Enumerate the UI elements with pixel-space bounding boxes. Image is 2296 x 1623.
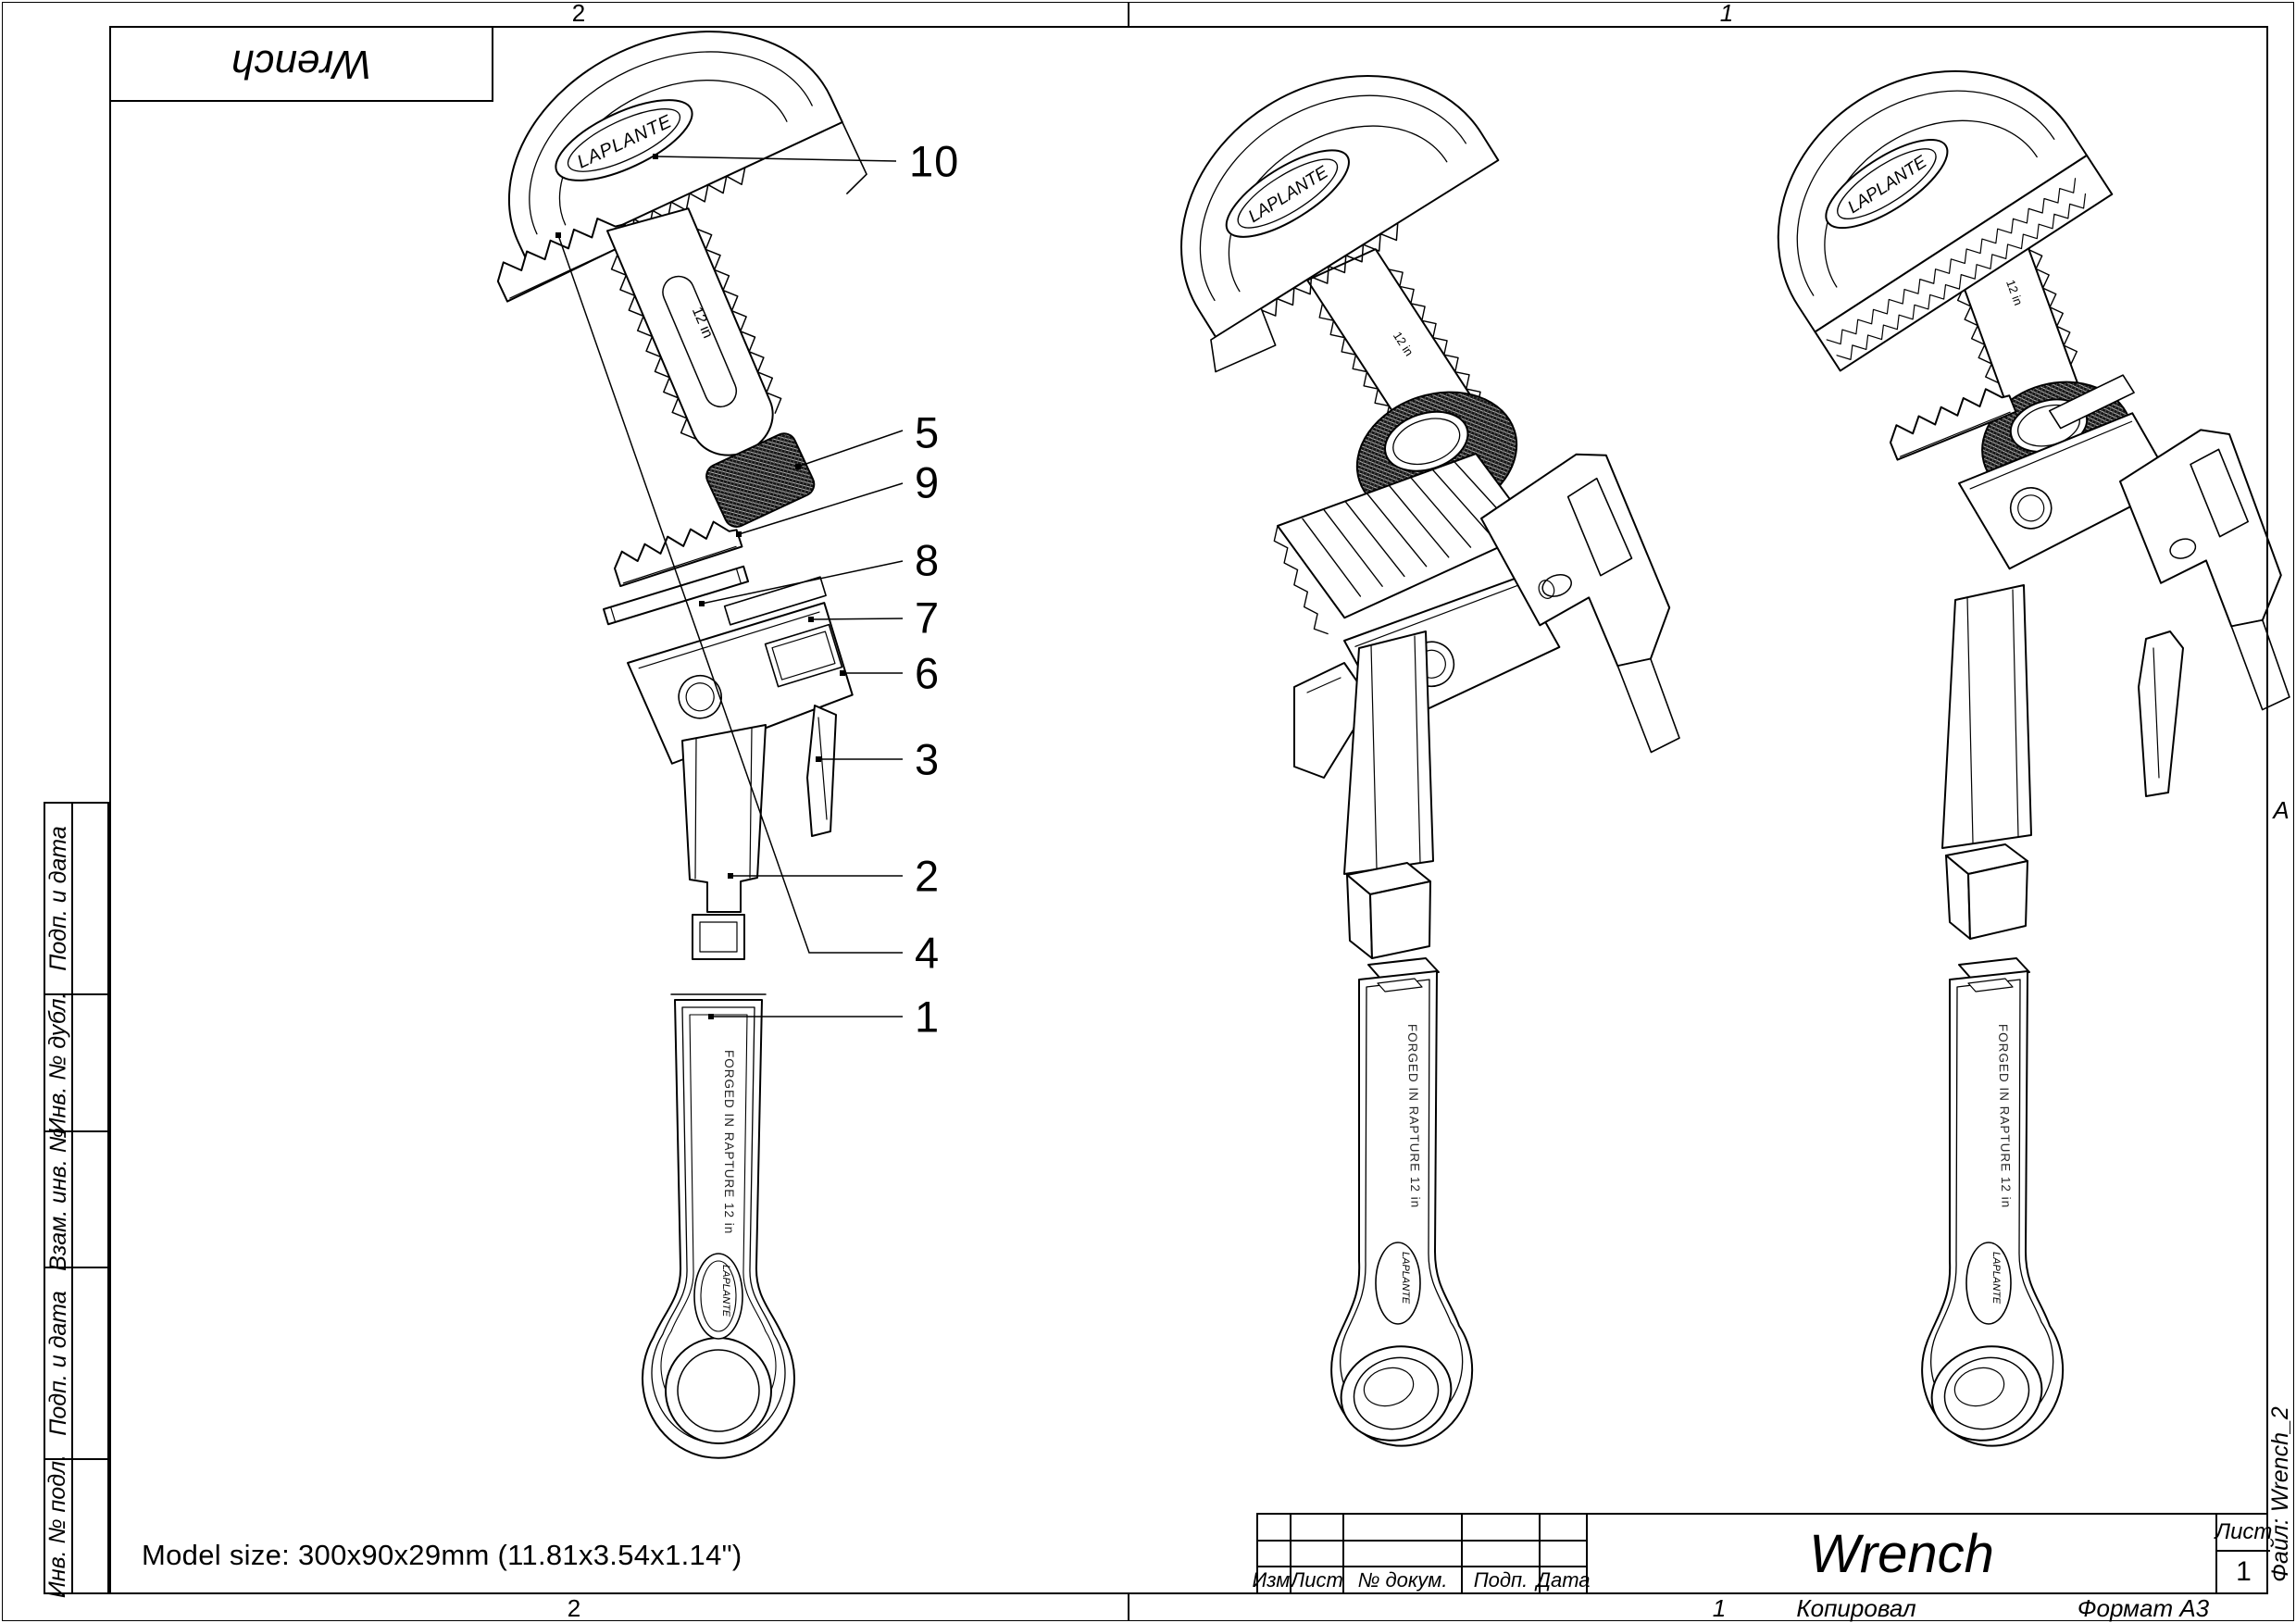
part-knurl-nut — [705, 432, 816, 528]
tb-header-list: Лист — [1291, 1567, 1343, 1592]
zone-letter: A — [2273, 796, 2290, 824]
part-clip — [806, 705, 837, 837]
attr-cell: Инв. № дубл. — [45, 992, 71, 1134]
attr-label: Подп. и дата — [44, 1291, 71, 1436]
callout-8: 8 — [915, 535, 941, 585]
callout-1: 1 — [915, 992, 941, 1042]
corner-title-box: Wrench — [109, 26, 493, 102]
part-heel-strip — [614, 520, 743, 588]
copied-by-label: Копировал — [1796, 1594, 1916, 1622]
part-grip: FORGED IN RAPTURE 12 in LAPLANTE — [1921, 957, 2065, 1447]
grip-brand-text: LAPLANTE — [720, 1265, 731, 1317]
callout-5: 5 — [915, 407, 941, 457]
attr-cell: Подп. и дата — [45, 804, 71, 993]
grip-forged-text: FORGED IN RAPTURE 12 in — [1996, 1024, 2013, 1209]
part-shaft — [1343, 630, 1434, 959]
callout-2: 2 — [915, 851, 941, 901]
part-wedge-plate — [603, 565, 750, 626]
sheet-number: 1 — [2236, 1556, 2252, 1587]
model-size-note: Model size: 300x90x29mm (11.81x3.54x1.14… — [142, 1539, 742, 1571]
zone-number-top-left: 2 — [571, 0, 586, 27]
zone-number-bottom-right: 1 — [1712, 1594, 1727, 1622]
format-label: Формат A3 — [2077, 1594, 2210, 1622]
attr-cell: Подп. и дата — [45, 1268, 71, 1458]
callout-10: 10 — [909, 136, 960, 186]
tb-header-docnum: № докум. — [1357, 1567, 1448, 1592]
attr-label: Взам. инв. № — [44, 1128, 71, 1271]
zone-tick-top — [1128, 2, 1129, 26]
part-grip: FORGED IN RAPTURE 12 in LAPLANTE — [642, 993, 795, 1459]
inner-drawing-frame — [109, 26, 2268, 1594]
attr-cell: Инв. № подл. — [45, 1454, 71, 1598]
part-shaft — [1941, 584, 2032, 940]
part-heel-jaw — [1480, 453, 1680, 754]
callout-9: 9 — [915, 457, 941, 507]
part-heel-jaw — [2119, 429, 2290, 711]
callout-6: 6 — [915, 648, 941, 698]
attr-label: Подп. и дата — [44, 826, 71, 971]
part-clip — [2138, 630, 2184, 797]
left-attribute-column: Подп. и дата Инв. № дубл. Взам. инв. № П… — [44, 802, 109, 1598]
wrench-exploded-view-1: LAPLANTE 12 in — [496, 31, 867, 1459]
part-head: LAPLANTE — [1777, 69, 2114, 372]
part-head: LAPLANTE — [1180, 74, 1500, 373]
part-shaft — [681, 724, 767, 960]
callout-leader-lines — [555, 154, 904, 1019]
part-grip: FORGED IN RAPTURE 12 in LAPLANTE — [1330, 957, 1474, 1447]
sheet-label: Лист — [2215, 1519, 2273, 1544]
attr-label: Инв. № дубл. — [44, 992, 71, 1134]
callout-3: 3 — [915, 734, 941, 784]
tb-header-data: Дата — [1536, 1567, 1591, 1592]
callout-4: 4 — [915, 928, 941, 978]
attr-cell: Взам. инв. № — [45, 1128, 71, 1271]
file-note: Файл: Wrench_2 — [2267, 1406, 2293, 1582]
grip-brand-text: LAPLANTE — [1990, 1252, 2002, 1305]
drawing-title: Wrench — [1809, 1523, 1994, 1584]
tb-header-podp: Подп. — [1473, 1567, 1529, 1592]
part-housing — [627, 576, 854, 765]
attr-label: Инв. № подл. — [44, 1454, 71, 1599]
corner-title-text: Wrench — [231, 42, 372, 87]
zone-tick-bottom — [1128, 1594, 1129, 1621]
zone-number-top-right: 1 — [1719, 0, 1734, 27]
zone-number-bottom-left: 2 — [567, 1594, 581, 1622]
title-block: Изм. Лист № докум. Подп. Дата Wrench Лис… — [1252, 1513, 2273, 1594]
callout-7: 7 — [915, 593, 941, 643]
part-head: LAPLANTE — [507, 31, 867, 271]
grip-brand-text: LAPLANTE — [1400, 1252, 1411, 1305]
grip-forged-text: FORGED IN RAPTURE 12 in — [722, 1050, 736, 1234]
wrench-exploded-view-2: 12 in LAPLANTE — [1180, 74, 1680, 1447]
grip-forged-text: FORGED IN RAPTURE 12 in — [1405, 1024, 1422, 1209]
part-heel-strip — [1890, 388, 2017, 461]
wrench-exploded-view-3: 12 in LAPLANTE — [1777, 69, 2290, 1447]
tb-header-izm: Изм. — [1252, 1567, 1296, 1592]
